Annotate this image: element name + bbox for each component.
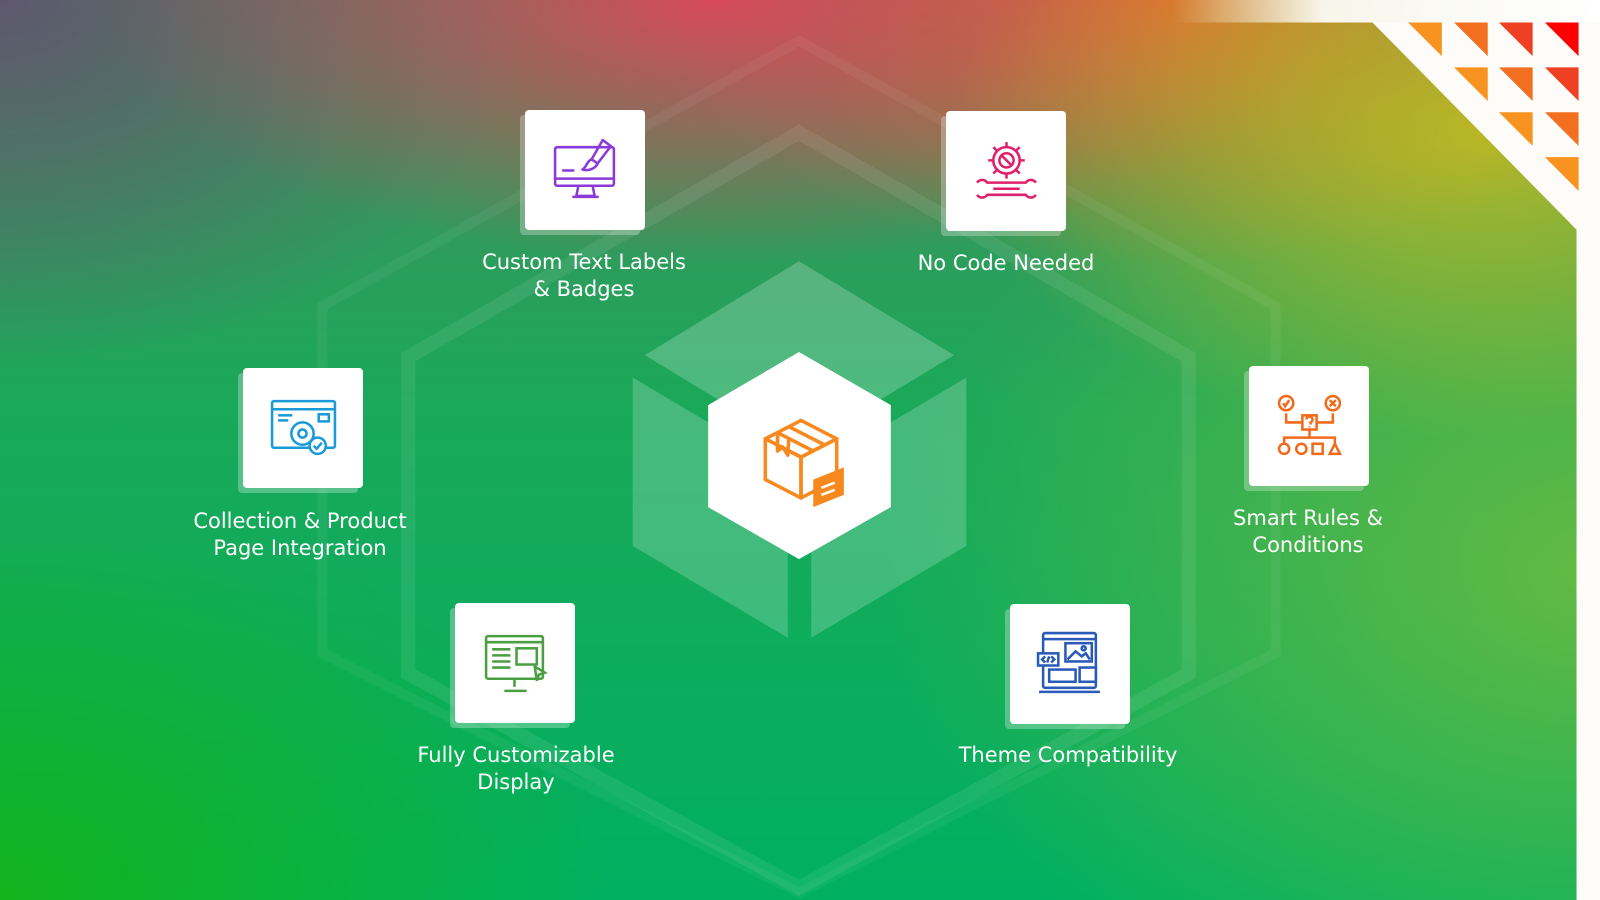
feature-card-theme-compatibility xyxy=(1010,604,1130,724)
label-line: Collection & Product xyxy=(193,509,407,533)
corner-triangle xyxy=(1498,112,1533,146)
hex-outline-far xyxy=(317,34,1281,899)
corner-white-panel xyxy=(1372,22,1600,900)
feature-card-collection-product-integration xyxy=(243,368,363,488)
feature-card-no-code-needed xyxy=(946,111,1066,231)
feature-label-smart-rules: Smart Rules &Conditions xyxy=(1153,505,1463,558)
feature-label-custom-text-labels: Custom Text Labels& Badges xyxy=(429,249,739,302)
theme-layout-icon xyxy=(1036,631,1100,693)
corner-triangle xyxy=(1454,22,1488,57)
label-line: & Badges xyxy=(533,276,635,301)
label-line: Conditions xyxy=(1252,532,1364,557)
feature-card-smart-rules xyxy=(1249,366,1369,486)
browser-gear-check-icon xyxy=(270,399,336,455)
label-line: No Code Needed xyxy=(917,251,1095,275)
feature-label-theme-compatibility: Theme Compatibility xyxy=(913,742,1223,769)
product-box-label-icon xyxy=(763,418,844,508)
feature-label-no-code-needed: No Code Needed xyxy=(851,250,1161,277)
monitor-layout-icon xyxy=(484,634,548,692)
corner-triangle xyxy=(1498,67,1533,102)
label-line: Custom Text Labels xyxy=(482,250,686,274)
label-line: Page Integration xyxy=(213,535,387,560)
decision-flow-icon xyxy=(1277,394,1342,455)
label-line: Theme Compatibility xyxy=(958,743,1178,767)
label-line: Fully Customizable xyxy=(417,743,615,767)
feature-card-fully-customizable-display xyxy=(455,603,575,723)
hex-outline-outer xyxy=(401,124,1196,896)
label-line: Display xyxy=(477,769,555,794)
no-code-gear-wrench-icon xyxy=(975,141,1037,199)
label-line: Smart Rules & xyxy=(1233,506,1383,530)
monitor-brush-icon xyxy=(553,138,615,198)
corner-top-strip xyxy=(1173,0,1600,23)
corner-triangle xyxy=(1454,67,1488,102)
feature-card-custom-text-labels xyxy=(525,110,645,230)
corner-triangle xyxy=(1498,22,1533,57)
